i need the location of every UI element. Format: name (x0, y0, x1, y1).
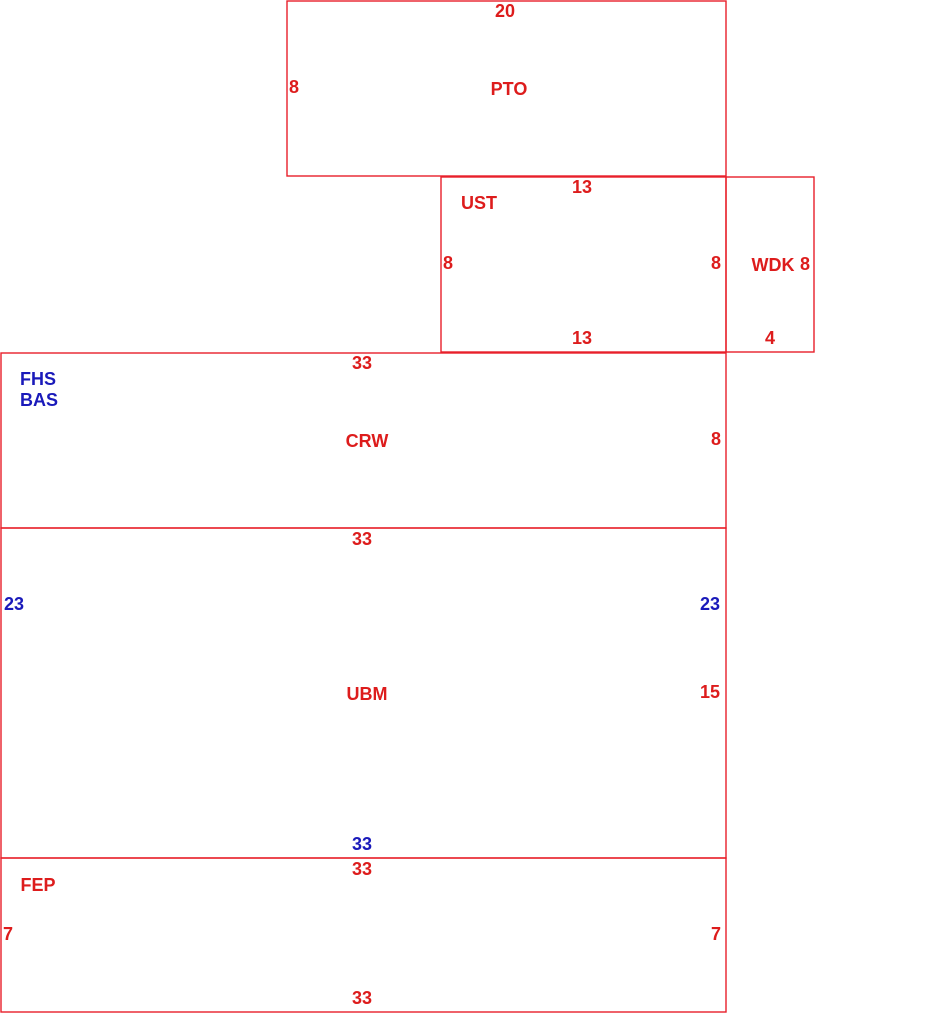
area-ust[interactable]: UST 13 8 8 13 (440, 176, 727, 353)
area-ubm-right-upper-dimension: 23 (700, 594, 720, 614)
area-crw-label: CRW (346, 431, 389, 451)
area-ubm-top-dimension: 33 (352, 529, 372, 549)
area-crw-note-bas: BAS (20, 390, 58, 410)
area-crw-note-fhs: FHS (20, 369, 56, 389)
area-fep-label: FEP (20, 875, 55, 895)
area-wdk-right-dimension: 8 (800, 254, 810, 274)
area-crw-top-dimension: 33 (352, 353, 372, 373)
area-wdk-outline (725, 176, 815, 353)
area-ubm-left-dimension: 23 (4, 594, 24, 614)
area-crw-right-dimension: 8 (711, 429, 721, 449)
area-ust-label: UST (461, 193, 497, 213)
area-fep-bottom-dimension: 33 (352, 988, 372, 1008)
area-ust-right-dimension: 8 (711, 253, 721, 273)
area-pto-top-dimension: 20 (495, 1, 515, 21)
area-ubm-right-lower-dimension: 15 (700, 682, 720, 702)
area-wdk-label: WDK (752, 255, 795, 275)
area-crw[interactable]: CRW 33 8 FHS BAS (0, 352, 727, 529)
area-ust-top-dimension: 13 (572, 177, 592, 197)
area-fep-right-dimension: 7 (711, 924, 721, 944)
area-pto-outline (286, 0, 727, 177)
area-ubm-bottom-dimension: 33 (352, 834, 372, 854)
area-fep-outline (0, 857, 727, 1013)
area-pto-left-dimension: 8 (289, 77, 299, 97)
area-ubm-label: UBM (347, 684, 388, 704)
area-ust-left-dimension: 8 (443, 253, 453, 273)
area-fep-left-dimension: 7 (3, 924, 13, 944)
area-fep-top-dimension: 33 (352, 859, 372, 879)
area-ubm[interactable]: UBM 33 23 23 15 33 (0, 527, 727, 859)
area-pto-label: PTO (491, 79, 528, 99)
area-wdk-bottom-dimension: 4 (765, 328, 775, 348)
area-ust-bottom-dimension: 13 (572, 328, 592, 348)
area-wdk[interactable]: WDK 8 4 (725, 176, 815, 353)
area-fep[interactable]: FEP 33 7 7 33 (0, 857, 727, 1013)
area-pto[interactable]: PTO 20 8 (286, 0, 727, 177)
